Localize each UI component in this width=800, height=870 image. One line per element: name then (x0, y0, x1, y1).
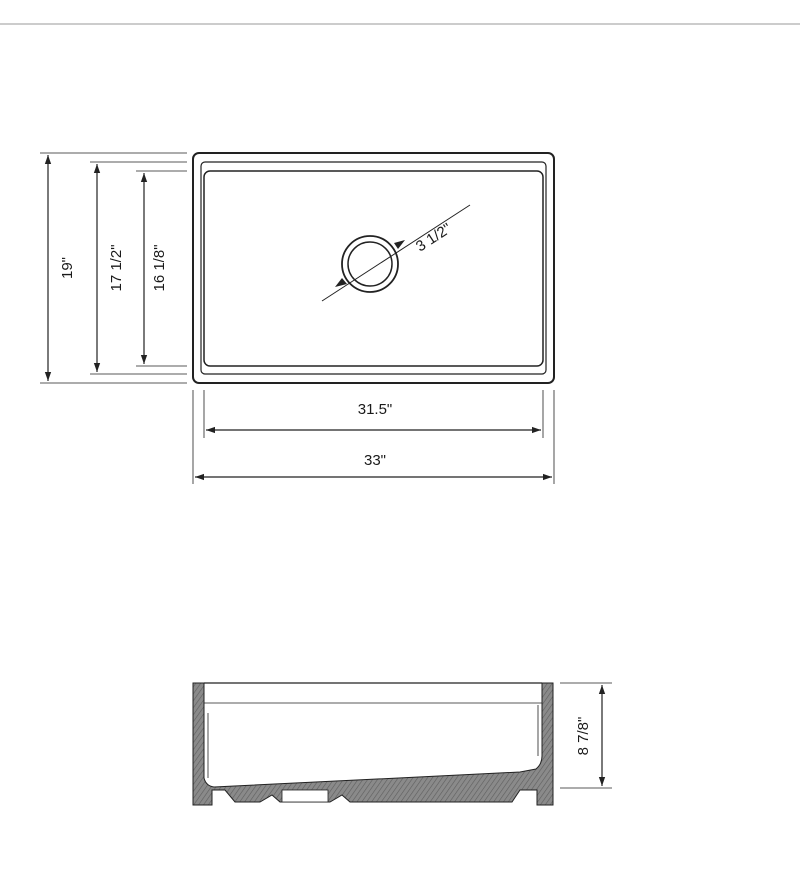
side-drain-opening (281, 789, 329, 803)
sink-side-view: 8 7/8" (192, 682, 612, 806)
sink-section-hatch (192, 682, 554, 806)
drain-arrow-top (394, 240, 405, 249)
inner-width-label: 31.5" (358, 401, 393, 418)
sink-outer-rim (192, 152, 555, 384)
overall-depth-label: 19" (59, 257, 76, 279)
drain-inner-ring (347, 241, 393, 287)
drain-diameter-label: 3 1/2" (413, 220, 455, 255)
sink-top-view: 3 1/2" 19" 17 1/2" 16 1/8" 31.5" 33" (40, 152, 555, 484)
overall-width-label: 33" (364, 452, 386, 469)
sink-inner-rim (200, 161, 547, 375)
sink-bowl (203, 170, 544, 367)
drain-arrow-bottom (335, 278, 347, 287)
inner-depth-label: 17 1/2" (108, 244, 125, 291)
height-label: 8 7/8" (575, 717, 592, 756)
drain-dimension-line (321, 204, 471, 302)
bowl-depth-label: 16 1/8" (151, 244, 168, 291)
